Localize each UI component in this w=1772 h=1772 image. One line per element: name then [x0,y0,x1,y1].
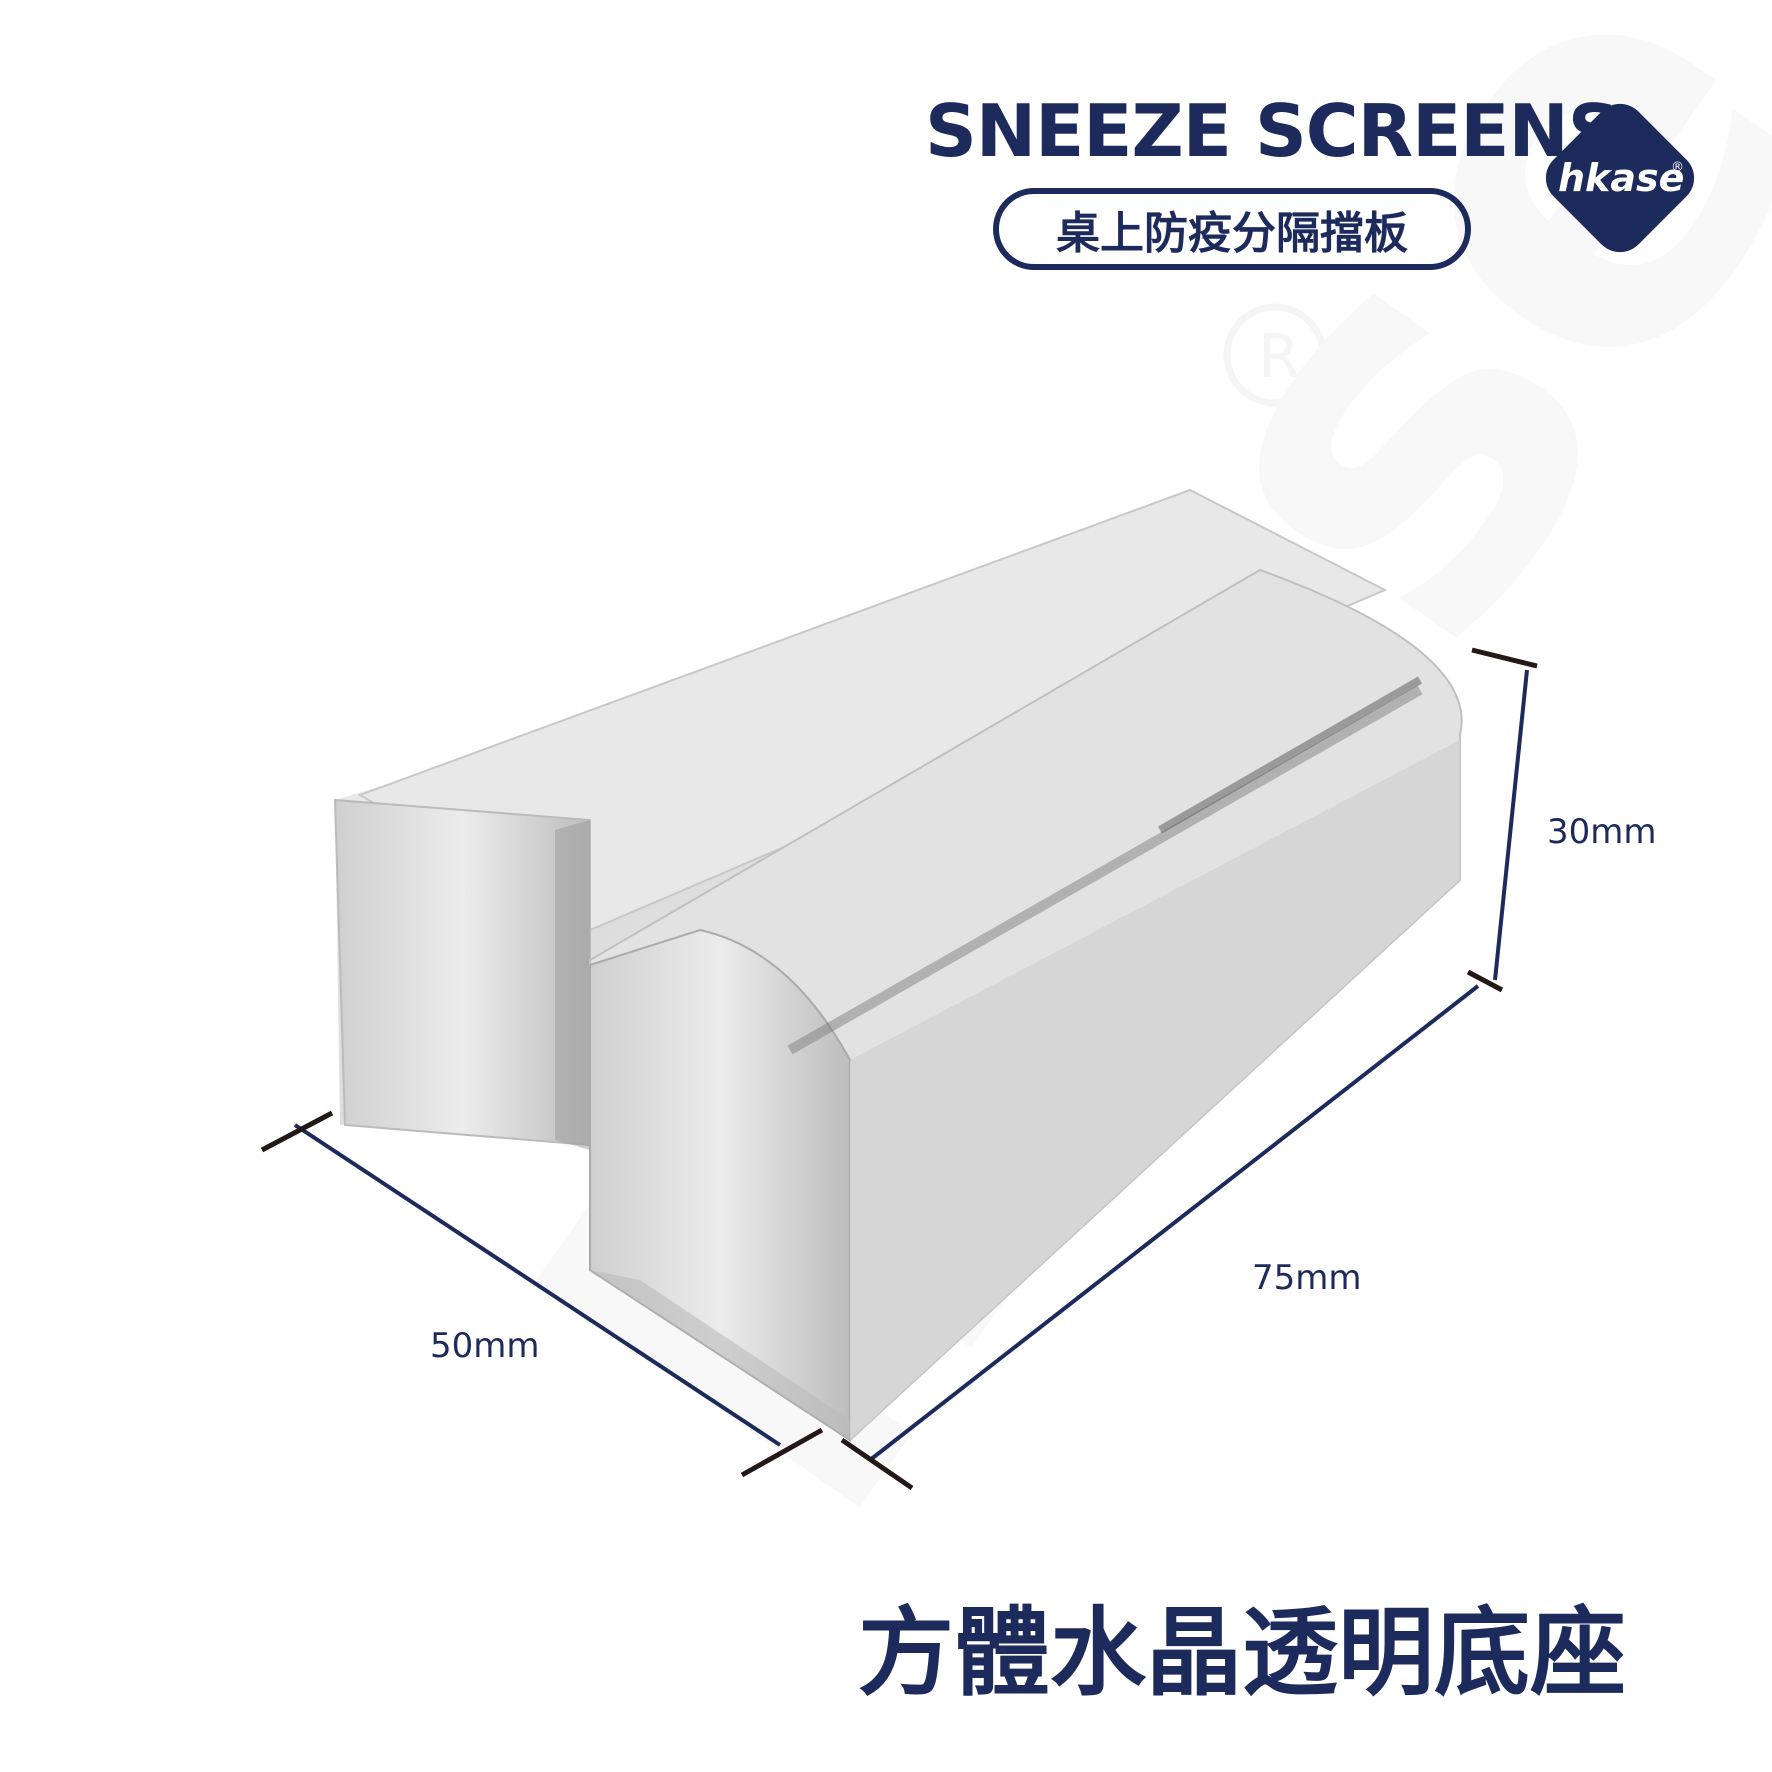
subtitle-badge-text: 桌上防疫分隔擋板 [1056,208,1408,259]
registered-mark: ® [1671,160,1684,175]
brand-title: SNEEZE SCREENS [925,89,1620,173]
length-dimension-label: 75mm [1252,1258,1362,1298]
hkase-logo: hkase ® [1545,103,1695,253]
product-title: 方體水晶透明底座 [858,1597,1626,1709]
logo-text: hkase [1558,156,1684,200]
height-dimension-label: 30mm [1547,812,1657,852]
width-dimension-label: 50mm [430,1326,540,1366]
svg-text:R: R [1258,322,1300,392]
subtitle-badge: 桌上防疫分隔擋板 [993,188,1471,270]
